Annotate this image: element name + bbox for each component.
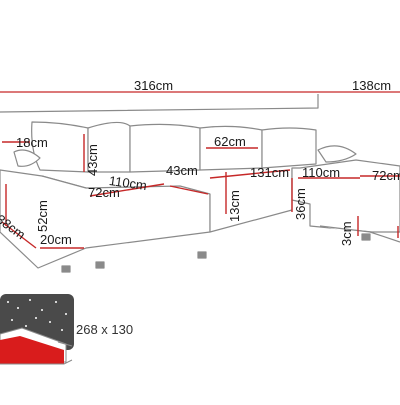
left-arm-height-label: 52cm xyxy=(35,200,50,232)
left-arm-width-label: 20cm xyxy=(40,232,72,247)
right-height-label: 36cm xyxy=(293,188,308,220)
left-arm-depth-label: 18cm xyxy=(16,135,48,150)
dimension-lines xyxy=(1,134,400,249)
bed-pattern xyxy=(7,299,67,331)
bed-inset xyxy=(0,294,74,365)
bed-size-label: 268 x 130 xyxy=(76,322,134,337)
leg-height-label: 3cm xyxy=(339,221,354,246)
seat-depth-left-label: 72cm xyxy=(88,185,120,200)
bed-surface xyxy=(0,336,64,364)
total-width-label: 316cm xyxy=(134,78,174,93)
cushion-width-label: 62cm xyxy=(214,134,246,149)
seat-height-middle-label: 13cm xyxy=(227,190,242,222)
middle-width-label: 131cm xyxy=(250,165,290,180)
side-width-label: 138cm xyxy=(352,78,392,93)
seat-height-label: 43cm xyxy=(166,163,198,178)
right-width-label: 110cm xyxy=(302,165,341,180)
back-height-label: 43cm xyxy=(85,144,100,176)
right-depth-label: 72cm xyxy=(372,168,400,183)
